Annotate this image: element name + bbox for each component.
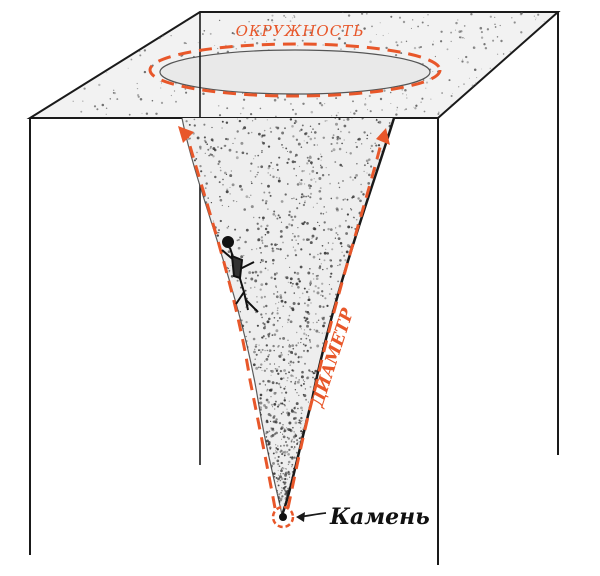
circumference-marker [148, 42, 442, 98]
arrow-icon [376, 128, 390, 145]
stone-label: Камень [329, 504, 430, 530]
stone-icon [279, 513, 287, 521]
hole-opening [159, 49, 431, 95]
arrow-icon [178, 126, 194, 143]
figure-icon [221, 236, 259, 313]
diameter-arrow-left [184, 131, 277, 509]
stone-pointer-head [296, 512, 305, 522]
circumference-label: ОКРУЖНОСТЬ [236, 22, 365, 40]
funnel-wall-left [181, 117, 283, 516]
diameter-arrow-right [286, 139, 384, 509]
funnel [182, 118, 394, 515]
stone-marker [271, 505, 295, 529]
